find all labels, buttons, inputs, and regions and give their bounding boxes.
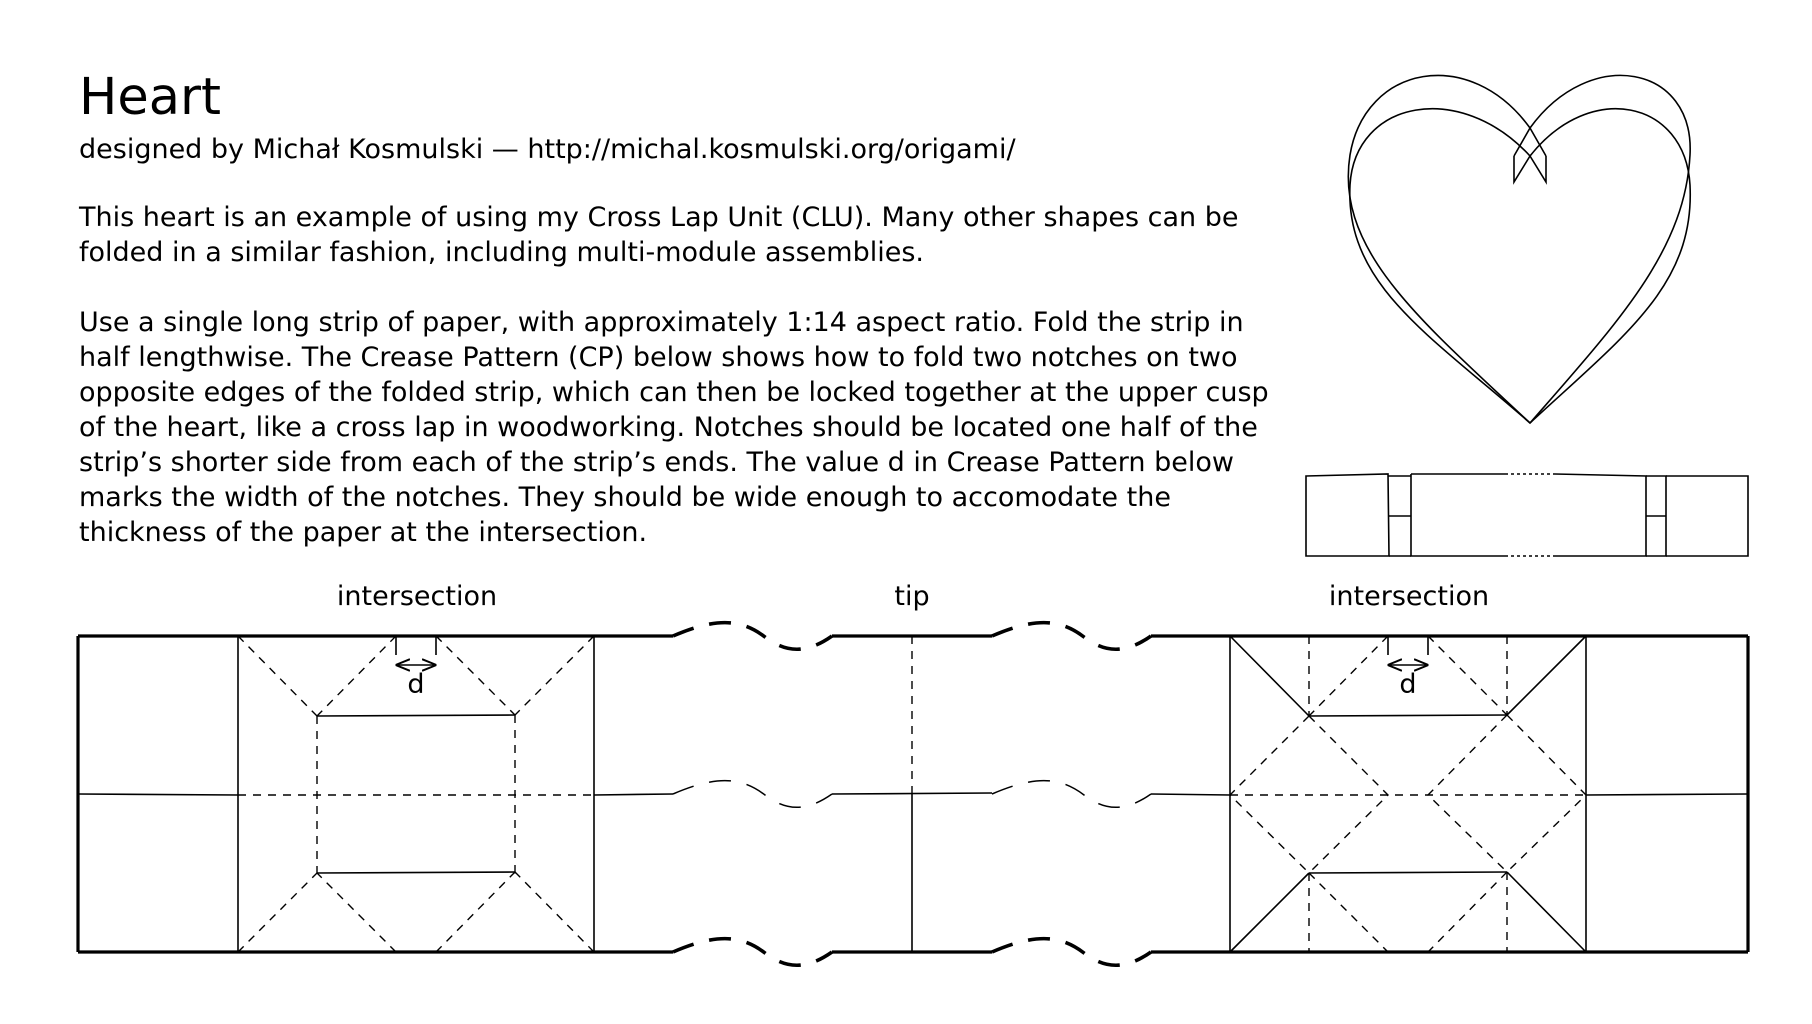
paragraph-line: folded in a similar fashion, including m…	[79, 237, 925, 268]
notch-width-label: d	[1399, 669, 1416, 700]
byline: designed by Michał Kosmulski — http://mi…	[79, 134, 1016, 165]
paragraph-line: thickness of the paper at the intersecti…	[79, 517, 648, 548]
paragraph-line: marks the width of the notches. They sho…	[79, 482, 1171, 513]
paragraph-line: of the heart, like a cross lap in woodwo…	[79, 412, 1258, 443]
heart-illustration	[1347, 74, 1691, 425]
crease-pattern: d d	[76, 620, 1750, 967]
intro-paragraph: This heart is an example of using my Cro…	[79, 200, 1339, 270]
paragraph-line: Use a single long strip of paper, with a…	[79, 307, 1244, 338]
label-intersection-left: intersection	[337, 581, 497, 612]
paragraph-line: This heart is an example of using my Cro…	[79, 202, 1239, 233]
label-intersection-right: intersection	[1329, 581, 1489, 612]
label-tip: tip	[894, 581, 929, 612]
paragraph-line: half lengthwise. The Crease Pattern (CP)…	[79, 342, 1238, 373]
instructions-paragraph: Use a single long strip of paper, with a…	[79, 305, 1339, 550]
page-title: Heart	[79, 68, 221, 127]
paragraph-line: strip’s shorter side from each of the st…	[79, 447, 1234, 478]
paragraph-line: opposite edges of the folded strip, whic…	[79, 377, 1269, 408]
strip-overview	[1305, 473, 1749, 557]
notch-width-label: d	[407, 669, 424, 700]
